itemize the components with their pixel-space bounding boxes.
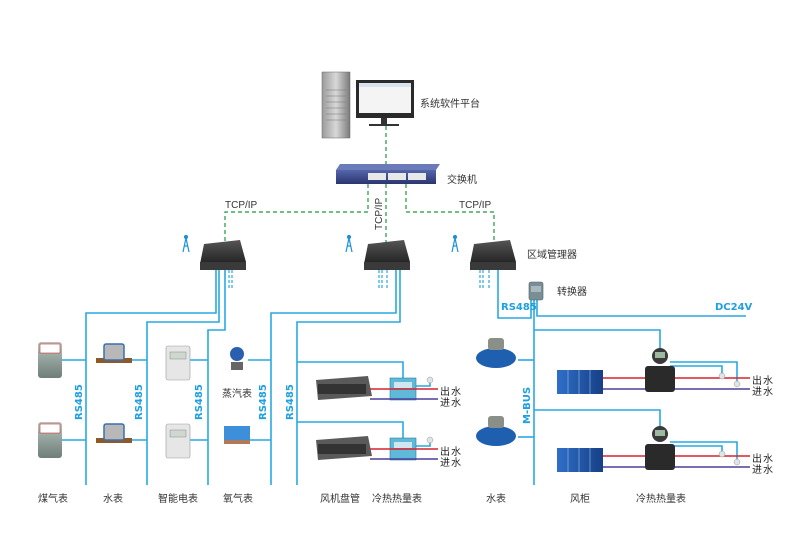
- label-gas-meter: 煤气表: [38, 494, 68, 505]
- heat-meter-large-icon: [645, 348, 675, 470]
- steam-meter-icon: [230, 347, 244, 370]
- flow-out-label: 出水: [752, 376, 774, 387]
- rs485-water-label: RS485: [134, 384, 145, 420]
- fan-coil-icon: [316, 376, 372, 460]
- flow-in-label: 进水: [440, 398, 462, 409]
- bus-lines: [62, 270, 746, 485]
- flow-out-label: 出水: [440, 447, 462, 458]
- electric-meter-icon: [165, 345, 191, 459]
- air-handling-unit-icon: [557, 370, 603, 472]
- area-manager-label: 区域管理器: [527, 250, 577, 261]
- mbus-label: M-BUS: [522, 386, 533, 424]
- antenna-icon: [182, 234, 459, 253]
- server-computer-icon: [321, 71, 351, 139]
- large-water-meter-icon: [476, 338, 516, 446]
- rs485-fancoil-label: RS485: [285, 384, 296, 420]
- label-smart-electric-meter: 智能电表: [158, 494, 198, 505]
- label-oxygen-meter: 氧气表: [223, 494, 253, 505]
- label-water-meter: 水表: [103, 494, 123, 505]
- label-water-meter-mbus: 水表: [486, 494, 506, 505]
- network-switch-icon: [336, 164, 440, 184]
- monitor-icon: [356, 80, 414, 126]
- rs485-steam-label: RS485: [258, 384, 269, 420]
- manager-port-stubs: [228, 270, 490, 290]
- heat-meter-small-icon: [389, 377, 417, 461]
- flow-in-label: 进水: [440, 458, 462, 469]
- tcp-ip-label-right: TCP/IP: [459, 200, 492, 211]
- area-manager-center: [364, 240, 410, 270]
- rs485-converter-label: RS485: [501, 302, 537, 313]
- temp-sensor-icon: [426, 376, 434, 444]
- label-air-cabinet: 风柜: [570, 494, 590, 505]
- platform-label: 系统软件平台: [420, 99, 480, 110]
- converter-label: 转换器: [557, 287, 587, 298]
- flow-out-label: 出水: [752, 454, 774, 465]
- tcp-ip-label-left: TCP/IP: [225, 200, 258, 211]
- pipes-ahu: [603, 377, 750, 468]
- water-meter-icon: [96, 343, 132, 443]
- flow-in-label: 进水: [752, 465, 774, 476]
- flow-in-label: 进水: [752, 387, 774, 398]
- pipes-fancoil: [370, 388, 438, 460]
- tcp-ip-links: [224, 126, 495, 242]
- label-heat-meter-ahu: 冷热热量表: [636, 494, 686, 505]
- label-heat-meter-fancoil: 冷热热量表: [372, 494, 422, 505]
- gas-meter-icon: [38, 342, 62, 458]
- area-manager-right: [470, 240, 516, 270]
- tcp-ip-label-center: TCP/IP: [374, 197, 385, 230]
- converter-icon: [528, 281, 544, 301]
- dc24v-label: DC24V: [715, 302, 753, 313]
- rs485-gas-label: RS485: [74, 384, 85, 420]
- rs485-electric-label: RS485: [194, 384, 205, 420]
- label-fan-coil: 风机盘管: [320, 494, 360, 505]
- switch-label: 交换机: [447, 175, 477, 186]
- temp-sensor-icon: [718, 372, 741, 466]
- oxygen-meter-icon: [224, 426, 250, 444]
- flow-out-label: 出水: [440, 387, 462, 398]
- area-manager-left: [200, 240, 246, 270]
- steam-meter-label: 蒸汽表: [222, 389, 252, 400]
